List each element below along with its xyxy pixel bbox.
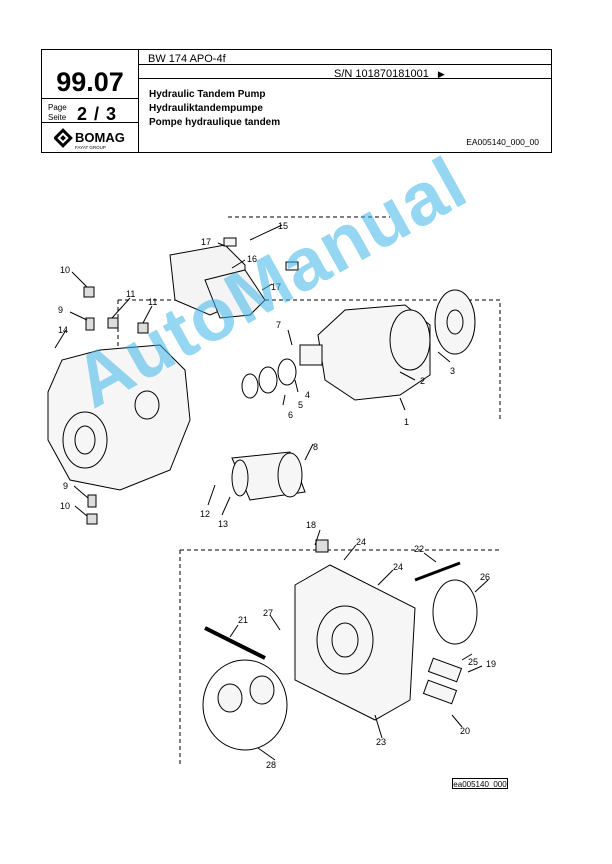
callout-9-top: 9: [58, 305, 63, 315]
callout-4: 4: [305, 390, 310, 400]
bolt-22: [414, 561, 461, 582]
o-ring-26: [432, 579, 478, 645]
callout-3: 3: [450, 366, 455, 376]
callout-23: 23: [376, 737, 386, 747]
title-en: Hydraulic Tandem Pump: [149, 89, 266, 100]
exploded-view-figure: 1 2 3 4 5 6 7 8 9 9 10 10 11 11 12 13 14…: [47, 216, 501, 770]
page-label-en: Page: [48, 103, 67, 112]
callout-11-b: 11: [148, 297, 157, 307]
callout-17-b: 17: [271, 282, 281, 292]
header-divider-2: [138, 78, 551, 79]
seal-5: [258, 366, 278, 394]
callout-28: 28: [266, 760, 276, 770]
plug-10-top: [83, 286, 95, 298]
callout-16: 16: [247, 254, 257, 264]
callout-11-a: 11: [126, 289, 135, 299]
callout-labels: 1 2 3 4 5 6 7 8 9 9 10 10 11 11 12 13 14…: [58, 221, 496, 770]
plug-9-top: [85, 317, 95, 331]
header-divider-3: [42, 98, 138, 99]
pump-unit: [299, 304, 431, 401]
frame-line-18: [179, 549, 500, 765]
cylinder-8: [231, 451, 306, 501]
plug-10-bottom: [86, 513, 98, 525]
callout-18: 18: [306, 520, 316, 530]
cartridge-20: [422, 679, 458, 705]
pump-housing: [47, 344, 191, 491]
serial-number: S/N 101870181001 ▶: [334, 68, 445, 80]
plug-9-bottom: [87, 494, 97, 508]
title-group: Hydraulic Tandem Pump Hydrauliktandempum…: [149, 88, 280, 130]
callout-5: 5: [298, 400, 303, 410]
o-ring-28: [202, 659, 288, 751]
callout-21: 21: [238, 615, 248, 625]
shaft-21: [204, 626, 266, 660]
bush-b: [249, 675, 275, 705]
bush-a: [217, 683, 243, 713]
callout-10-top: 10: [60, 265, 70, 275]
callout-13: 13: [218, 519, 228, 529]
callout-25: 25: [468, 657, 478, 667]
callout-14: 14: [58, 325, 68, 335]
brand-sub: FAYAT GROUP: [75, 145, 106, 150]
header-divider-4: [42, 122, 138, 123]
callout-24-a: 24: [356, 537, 366, 547]
header-divider-vertical: [138, 50, 139, 152]
header-block: 99.07 Page Seite 2 / 3 BOMAG FAYAT GROUP…: [41, 49, 552, 153]
page-label-de: Seite: [48, 113, 67, 122]
bomag-logo-icon: BOMAG FAYAT GROUP: [53, 128, 125, 150]
callout-27: 27: [263, 608, 273, 618]
plug-11-a: [107, 317, 119, 329]
seal-4: [277, 358, 297, 386]
valve-block: [294, 564, 416, 721]
figure-ref-code: ea005140_000: [452, 778, 508, 789]
serial-text: S/N 101870181001: [334, 68, 429, 80]
callout-1: 1: [404, 417, 409, 427]
callout-20: 20: [460, 726, 470, 736]
valve-assembly: [169, 237, 299, 319]
callout-22: 22: [414, 544, 424, 554]
model-name: BW 174 APO-4f: [148, 53, 226, 65]
title-fr: Pompe hydraulique tandem: [149, 117, 281, 128]
bomag-logo: BOMAG FAYAT GROUP: [53, 128, 130, 150]
page-value: 2 / 3: [77, 104, 118, 124]
header-divider-1: [138, 64, 551, 65]
callout-8: 8: [313, 442, 318, 452]
callout-9-bottom: 9: [63, 481, 68, 491]
callout-2: 2: [420, 376, 425, 386]
callout-15: 15: [278, 221, 288, 231]
seal-6: [241, 373, 259, 399]
callout-26: 26: [480, 572, 490, 582]
cartridge-19: [427, 657, 463, 683]
callout-7: 7: [276, 320, 281, 330]
section-number: 99.07: [56, 67, 124, 97]
callout-12: 12: [200, 509, 210, 519]
serial-arrow-icon: ▶: [437, 69, 445, 79]
brand-name: BOMAG: [75, 130, 125, 145]
callout-6: 6: [288, 410, 293, 420]
header-ref-code: EA005140_000_00: [466, 137, 539, 147]
callout-10-bottom: 10: [60, 501, 70, 511]
plug-18: [315, 539, 329, 553]
callout-19: 19: [486, 659, 496, 669]
title-de: Hydrauliktandempumpe: [149, 103, 263, 114]
callout-24-b: 24: [393, 562, 403, 572]
callout-17-a: 17: [201, 237, 211, 247]
plate-3: [434, 289, 476, 355]
